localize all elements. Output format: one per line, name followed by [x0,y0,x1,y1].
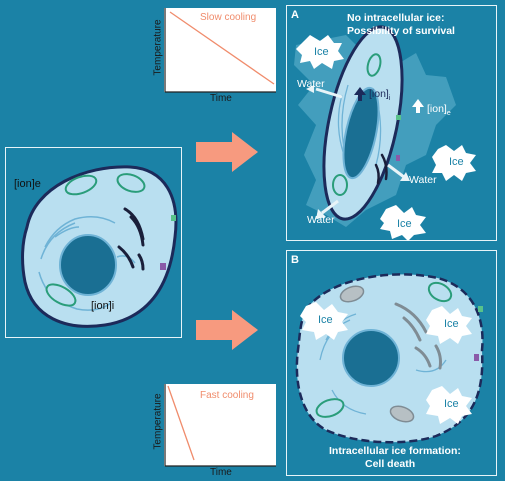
panel-b-caption-line2: Cell death [365,458,416,470]
ice-burst-b2 [425,305,472,344]
fast-graph-title: Fast cooling [200,390,254,401]
ion-i-up-arrow [353,86,366,101]
fast-graph-xlabel: Time [210,467,232,478]
slow-cooling-graph: Temperature Time Slow cooling [150,4,280,104]
water-label-a2: Water [409,174,437,186]
ice-label-a1: Ice [314,46,329,58]
ice-burst-b1 [299,301,348,340]
ion-i-label: [ion]i [91,300,115,312]
panel-b-caption-line1: Intracellular ice formation: [329,445,461,457]
ice-burst-a2 [431,144,476,181]
slow-graph-xlabel: Time [210,93,232,104]
ice-label-b1: Ice [318,314,333,326]
panel-a-letter: A [291,9,299,21]
panel-a-title-line2: Possibility of survival [347,25,455,37]
ice-burst-a3 [379,204,426,241]
water-label-a3: Water [307,214,335,226]
ice-label-a2: Ice [449,156,464,168]
nucleus-a [341,86,380,179]
panel-a-title-line1: No intracellular ice: [347,12,445,24]
panel-b: B Ice Ice Ice Intracellular ice formatio… [286,250,497,476]
slow-graph-ylabel: Temperature [152,19,164,76]
slow-graph-title: Slow cooling [200,12,257,23]
mitochondria [45,172,145,307]
ion-e-up-arrow [411,98,424,113]
arrow-to-fast [196,310,258,350]
water-label-a1: Water [297,78,325,90]
ion-e-label: [ion]e [14,178,41,190]
fast-cooling-graph: Temperature Time Fast cooling [150,380,280,480]
panel-a: A No intracellular ice: Possibility of s… [286,5,497,241]
ice-label-a3: Ice [397,218,412,230]
fast-cooling-line [167,385,195,461]
ice-label-b3: Ice [444,398,459,410]
ion-e-label-a: [ion]e [427,103,451,118]
panel-b-letter: B [291,254,299,266]
slow-cooling-line [169,11,275,85]
fast-graph-ylabel: Temperature [152,393,164,450]
ice-burst-b3 [425,385,472,424]
ion-i-label-a: [ion]i [369,88,391,103]
ice-label-b2: Ice [444,318,459,330]
initial-cell-panel: [ion]e [ion]i [5,147,182,338]
nucleus-b [341,328,400,387]
ice-burst-a1 [295,34,344,69]
arrow-to-slow [196,132,258,172]
nucleus [58,233,117,296]
